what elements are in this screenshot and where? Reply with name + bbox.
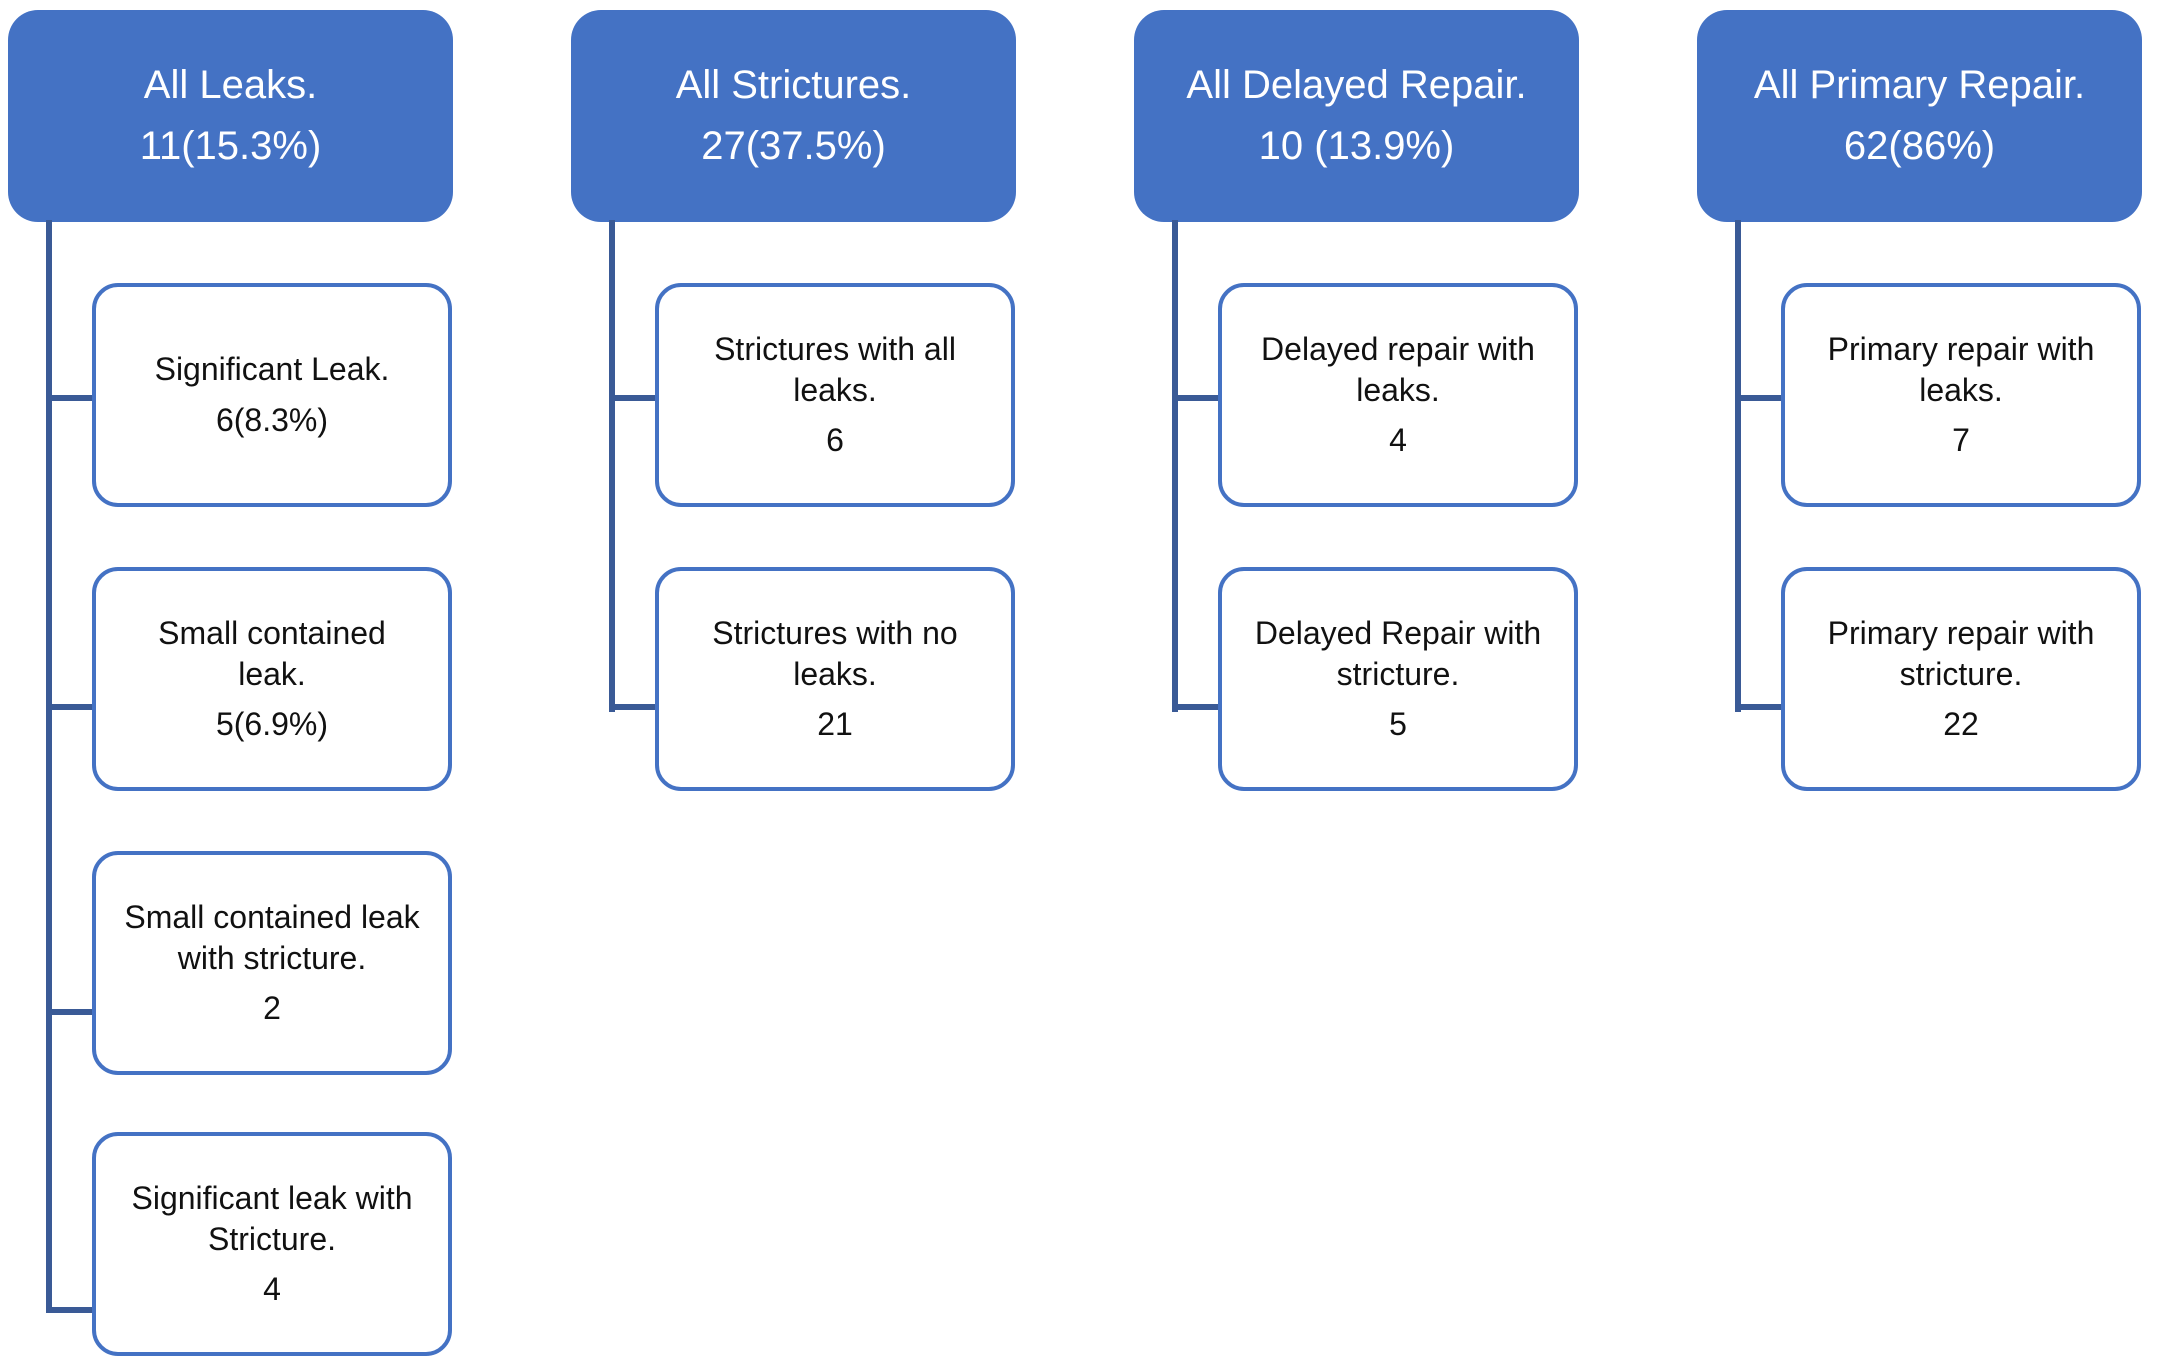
node-label: Significant Leak. xyxy=(154,351,390,388)
branch-all-primary-repair: All Primary Repair. 62(86%) Primary repa… xyxy=(1697,0,2157,1361)
branch-all-leaks: All Leaks. 11(15.3%) Significant Leak. 6… xyxy=(8,0,468,1361)
node-value: 6 xyxy=(826,422,844,459)
node-small-contained-leak: Small contained leak. 5(6.9%) xyxy=(92,567,452,791)
node-value: 4 xyxy=(263,1271,281,1308)
branch-header-all-delayed-repair: All Delayed Repair. 10 (13.9%) xyxy=(1134,10,1579,222)
branch-all-strictures: All Strictures. 27(37.5%) Strictures wit… xyxy=(571,0,1031,1361)
node-label: Small contained leak. xyxy=(158,614,386,692)
connector-elbow xyxy=(609,704,663,710)
node-value: 5(6.9%) xyxy=(215,706,329,743)
connector-trunk xyxy=(1735,220,1741,712)
node-label: Primary repair with stricture. xyxy=(1827,614,2095,692)
connector-trunk xyxy=(46,220,52,1313)
connector-elbow xyxy=(46,704,100,710)
branch-all-delayed-repair: All Delayed Repair. 10 (13.9%) Delayed r… xyxy=(1134,0,1594,1361)
connector-elbow xyxy=(1172,395,1226,401)
connector-elbow xyxy=(609,395,663,401)
connector-elbow xyxy=(46,1307,100,1313)
node-value: 21 xyxy=(817,706,853,743)
node-value: 2 xyxy=(263,990,281,1027)
node-value: 6(8.3%) xyxy=(215,402,329,438)
node-significant-leak-with-stricture: Significant leak with Stricture. 4 xyxy=(92,1132,452,1356)
connector-elbow xyxy=(46,1009,100,1015)
branch-header-all-leaks: All Leaks. 11(15.3%) xyxy=(8,10,453,222)
branch-header-label: All Strictures. xyxy=(675,63,912,108)
node-label: Strictures with no leaks. xyxy=(712,614,958,692)
node-delayed-repair-with-leaks: Delayed repair with leaks. 4 xyxy=(1218,283,1578,507)
node-primary-repair-with-leaks: Primary repair with leaks. 7 xyxy=(1781,283,2141,507)
connector-elbow xyxy=(1735,704,1789,710)
node-delayed-repair-with-stricture: Delayed Repair with stricture. 5 xyxy=(1218,567,1578,791)
node-label: Delayed Repair with stricture. xyxy=(1254,614,1542,692)
node-value: 7 xyxy=(1952,422,1970,459)
branch-header-value: 27(37.5%) xyxy=(701,124,886,168)
connector-elbow xyxy=(46,395,100,401)
branch-header-all-strictures: All Strictures. 27(37.5%) xyxy=(571,10,1016,222)
connector-trunk xyxy=(1172,220,1178,712)
branch-header-label: All Delayed Repair. xyxy=(1186,63,1527,108)
node-label: Primary repair with leaks. xyxy=(1827,330,2095,408)
connector-trunk xyxy=(609,220,615,712)
branch-header-value: 11(15.3%) xyxy=(139,124,322,168)
branch-header-value: 62(86%) xyxy=(1843,124,1996,168)
branch-header-label: All Leaks. xyxy=(143,63,318,108)
connector-elbow xyxy=(1172,704,1226,710)
node-label: Delayed repair with leaks. xyxy=(1261,330,1535,408)
node-label: Significant leak with Stricture. xyxy=(131,1179,413,1257)
branch-header-all-primary-repair: All Primary Repair. 62(86%) xyxy=(1697,10,2142,222)
node-value: 22 xyxy=(1943,706,1979,743)
node-label: Small contained leak with stricture. xyxy=(124,898,420,976)
node-significant-leak: Significant Leak. 6(8.3%) xyxy=(92,283,452,507)
branch-header-label: All Primary Repair. xyxy=(1753,63,2086,108)
node-value: 5 xyxy=(1389,706,1407,743)
branch-header-value: 10 (13.9%) xyxy=(1258,124,1455,168)
node-value: 4 xyxy=(1389,422,1407,459)
node-strictures-with-no-leaks: Strictures with no leaks. 21 xyxy=(655,567,1015,791)
node-label: Strictures with all leaks. xyxy=(714,330,956,408)
node-primary-repair-with-stricture: Primary repair with stricture. 22 xyxy=(1781,567,2141,791)
connector-elbow xyxy=(1735,395,1789,401)
node-strictures-with-all-leaks: Strictures with all leaks. 6 xyxy=(655,283,1015,507)
node-small-contained-leak-with-stricture: Small contained leak with stricture. 2 xyxy=(92,851,452,1075)
